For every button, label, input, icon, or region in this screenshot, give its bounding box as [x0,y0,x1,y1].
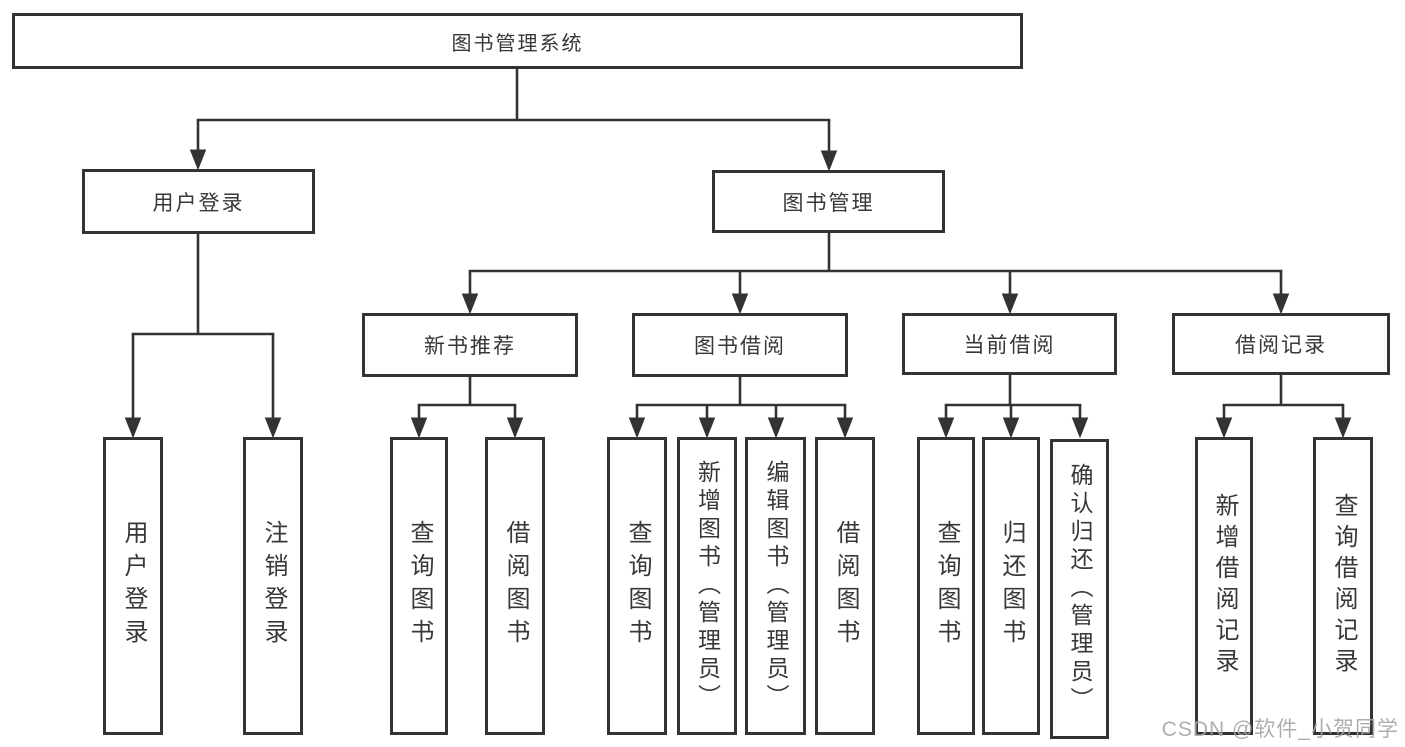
leaf-query-books-recommend: 查询图书 [390,437,448,735]
leaf-borrow-books-recommend: 借阅图书 [485,437,545,735]
leaf-query-borrow-record: 查询借阅记录 [1313,437,1373,735]
connector-book-borrow-branch [628,377,854,439]
leaf-edit-books-admin-label: 编辑图书（管理员） [763,460,789,712]
connector-root-to-level2 [189,69,838,172]
leaf-add-books-admin-label: 新增图书（管理员） [694,460,721,712]
node-borrowing-records: 借阅记录 [1172,313,1390,375]
node-user-login: 用户登录 [82,169,315,234]
node-new-book-recommend-label: 新书推荐 [424,335,516,358]
leaf-user-login: 用户登录 [103,437,163,735]
leaf-user-login-label: 用户登录 [120,520,147,652]
leaf-query-books-current-label: 查询图书 [933,520,960,652]
node-book-borrowing-label: 图书借阅 [694,335,786,358]
node-root-label: 图书管理系统 [451,32,584,55]
leaf-add-books-admin: 新增图书（管理员） [677,437,737,735]
leaf-edit-books-admin: 编辑图书（管理员） [745,437,806,735]
node-book-management: 图书管理 [712,170,945,233]
connector-borrow-records-branch [1215,375,1352,439]
node-book-management-label: 图书管理 [782,191,875,215]
node-book-borrowing: 图书借阅 [632,313,848,377]
connector-user-login-branch [124,234,282,439]
leaf-confirm-return-admin: 确认归还（管理员） [1050,439,1109,739]
connector-book-management-branch [461,233,1290,315]
leaf-borrow-books-borrowing-label: 借阅图书 [832,520,859,652]
node-current-borrowing-label: 当前借阅 [963,334,1056,357]
leaf-query-books-recommend-label: 查询图书 [406,520,433,652]
leaf-query-books-current: 查询图书 [917,437,975,735]
connector-new-book-branch [410,377,524,439]
leaf-logout-label: 注销登录 [260,520,287,652]
leaf-query-books-borrowing: 查询图书 [607,437,667,735]
leaf-confirm-return-admin-label: 确认归还（管理员） [1067,463,1093,715]
node-current-borrowing: 当前借阅 [902,313,1117,375]
leaf-query-books-borrowing-label: 查询图书 [624,520,651,652]
leaf-add-borrow-record: 新增借阅记录 [1195,437,1253,735]
node-user-login-label: 用户登录 [152,191,245,215]
watermark: CSDN @软件_小贺同学 [1161,718,1399,741]
leaf-borrow-books-recommend-label: 借阅图书 [502,520,529,652]
node-new-book-recommend: 新书推荐 [362,313,578,377]
leaf-return-books-label: 归还图书 [998,520,1025,652]
node-root: 图书管理系统 [12,13,1023,69]
connector-current-borrow-branch [937,375,1089,439]
leaf-add-borrow-record-label: 新增借阅记录 [1211,493,1238,679]
node-borrowing-records-label: 借阅记录 [1235,334,1327,357]
leaf-logout: 注销登录 [243,437,303,735]
leaf-borrow-books-borrowing: 借阅图书 [815,437,875,735]
leaf-query-borrow-record-label: 查询借阅记录 [1330,493,1357,679]
leaf-return-books: 归还图书 [982,437,1040,735]
